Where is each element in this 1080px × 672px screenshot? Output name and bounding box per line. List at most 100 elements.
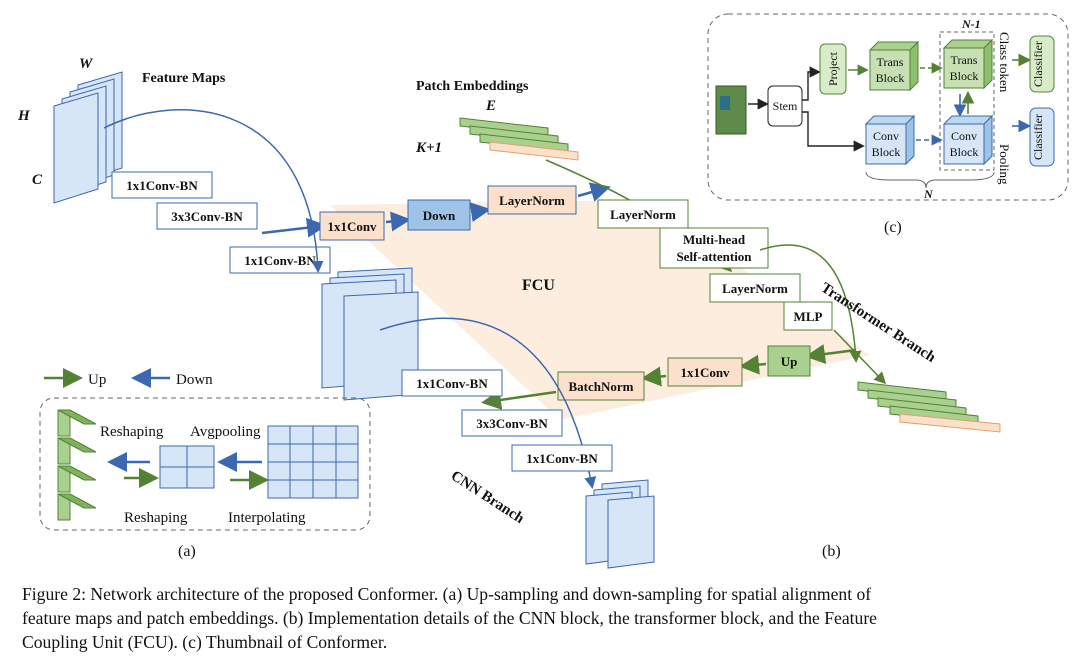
conv-block-n-line1: Conv <box>951 129 977 143</box>
tr-out-arrow <box>833 329 887 385</box>
panel-b-label: (b) <box>822 543 841 560</box>
dim-h: H <box>17 108 31 124</box>
trans-block-1-line1: Trans <box>877 55 904 69</box>
c-arrow-to-conv <box>802 111 865 152</box>
trans-block-1 <box>868 40 920 92</box>
stem-box <box>767 85 803 127</box>
large-grid-cube <box>267 425 359 499</box>
up-arrow-2 <box>641 366 667 387</box>
down-label: Down <box>423 208 456 223</box>
n-label: N <box>923 187 934 201</box>
up-arrow-0 <box>805 344 857 364</box>
down-arrow-3 <box>469 202 491 223</box>
panel-a-label: (a) <box>178 543 196 560</box>
pooling-label: Pooling <box>997 144 1012 185</box>
architecture-diagram: FCU W H C Feature Maps 1x1Conv-BN 3x3Con… <box>17 13 1069 569</box>
feature-maps-label: Feature Maps <box>142 71 226 86</box>
down-conv-label: 1x1Conv <box>327 219 377 234</box>
up-batchnorm-label: BatchNorm <box>569 379 634 394</box>
trans-block-n-line2: Block <box>950 69 979 83</box>
tr-mhsa-line1: Multi-head <box>683 232 746 247</box>
cnn-bot-conv1-label: 1x1Conv-BN <box>416 376 488 391</box>
cnn-top-conv3-label: 3x3Conv-BN <box>171 209 243 224</box>
fcu-label: FCU <box>522 277 555 294</box>
figure-caption: Figure 2: Network architecture of the pr… <box>22 582 1062 654</box>
small-grid-cube <box>159 445 215 489</box>
conv-block-n-line2: Block <box>950 145 979 159</box>
cnn-bot-conv1b-label: 1x1Conv-BN <box>526 451 598 466</box>
conv-block-1-line1: Conv <box>873 129 899 143</box>
cnn-top-skip-arrow <box>103 109 324 273</box>
tr-layernorm2-box <box>709 273 801 303</box>
trans-block-1-line2: Block <box>876 71 905 85</box>
up-arrow-1 <box>739 354 767 375</box>
dim-w: W <box>79 56 94 72</box>
classifier-bottom-label: Classifier <box>1031 114 1045 160</box>
avgpooling-label: Avgpooling <box>190 424 261 440</box>
classifier-bottom-box <box>1029 107 1055 167</box>
cnn-top-conv1-box <box>111 171 213 199</box>
panel-c-frame <box>707 13 1069 201</box>
cnn-bottom-skip-arrow <box>379 317 597 489</box>
interpolating-label: Interpolating <box>228 510 306 526</box>
tr-skip-arrow-2 <box>759 244 862 363</box>
tr-mlp-label: MLP <box>794 309 823 324</box>
up-arrow-3 <box>481 389 557 410</box>
c-arrow-to-project <box>802 66 821 101</box>
reshaping-bottom-label: Reshaping <box>124 510 188 526</box>
input-image-detail <box>720 96 730 110</box>
conv-block-n <box>942 114 994 166</box>
tr-mhsa-box <box>659 227 769 269</box>
tr-layernorm2-label: LayerNorm <box>722 281 788 296</box>
tr-layernorm1-label: LayerNorm <box>610 207 676 222</box>
tr-mhsa-line2: Self-attention <box>676 249 752 264</box>
output-feature-maps <box>585 479 655 569</box>
dim-e: E <box>485 98 496 114</box>
cnn-bot-conv3-box <box>461 409 563 437</box>
project-label: Project <box>826 51 840 86</box>
up-conv-box <box>667 357 743 387</box>
up-label: Up <box>781 354 798 369</box>
panel-c-label: (c) <box>884 219 902 236</box>
feature-maps-stack <box>53 71 123 204</box>
n-minus-1-label: N-1 <box>961 17 981 31</box>
down-arrow-2 <box>385 211 411 232</box>
down-layernorm-box <box>487 185 577 215</box>
stem-label: Stem <box>773 99 798 113</box>
caption-line-2: feature maps and patch embeddings. (b) I… <box>22 608 877 628</box>
output-embeddings-stack <box>857 381 1001 433</box>
project-box <box>819 43 847 95</box>
cnn-top-conv1-label: 1x1Conv-BN <box>126 178 198 193</box>
cnn-top-conv3-box <box>156 202 258 230</box>
dim-k1: K+1 <box>415 140 442 156</box>
up-batchnorm-box <box>557 371 645 401</box>
classifier-top-box <box>1029 35 1055 93</box>
patch-embeddings-label: Patch Embeddings <box>416 79 529 94</box>
n-minus-1-frame <box>939 31 995 171</box>
conv-block-1-line2: Block <box>872 145 901 159</box>
up-box <box>767 345 811 377</box>
cnn-top-conv1b-label: 1x1Conv-BN <box>244 253 316 268</box>
down-arrow-1 <box>261 217 327 238</box>
feature-maps-middle <box>321 267 419 401</box>
conv-block-1 <box>864 114 916 166</box>
green-tokens-column <box>57 409 97 521</box>
up-conv-label: 1x1Conv <box>680 365 730 380</box>
trans-block-n-line1: Trans <box>951 53 978 67</box>
dim-c: C <box>32 172 43 188</box>
caption-line-1: Figure 2: Network architecture of the pr… <box>22 584 872 604</box>
tr-mlp-box <box>783 301 833 331</box>
n-brace <box>865 171 995 189</box>
classifier-top-label: Classifier <box>1031 41 1045 87</box>
legend-up-label: Up <box>88 372 106 388</box>
patch-embeddings-stack <box>459 117 579 161</box>
cnn-bot-conv1b-box <box>511 444 613 472</box>
tr-layernorm1-box <box>597 199 689 229</box>
down-layernorm-label: LayerNorm <box>499 193 565 208</box>
caption-line-3: Coupling Unit (FCU). (c) Thumbnail of Co… <box>22 632 388 652</box>
trans-block-n <box>942 38 994 90</box>
down-box <box>407 199 471 231</box>
cnn-branch-label: CNN Branch <box>448 468 528 527</box>
reshaping-top-label: Reshaping <box>100 424 164 440</box>
cnn-bot-conv3-label: 3x3Conv-BN <box>476 416 548 431</box>
